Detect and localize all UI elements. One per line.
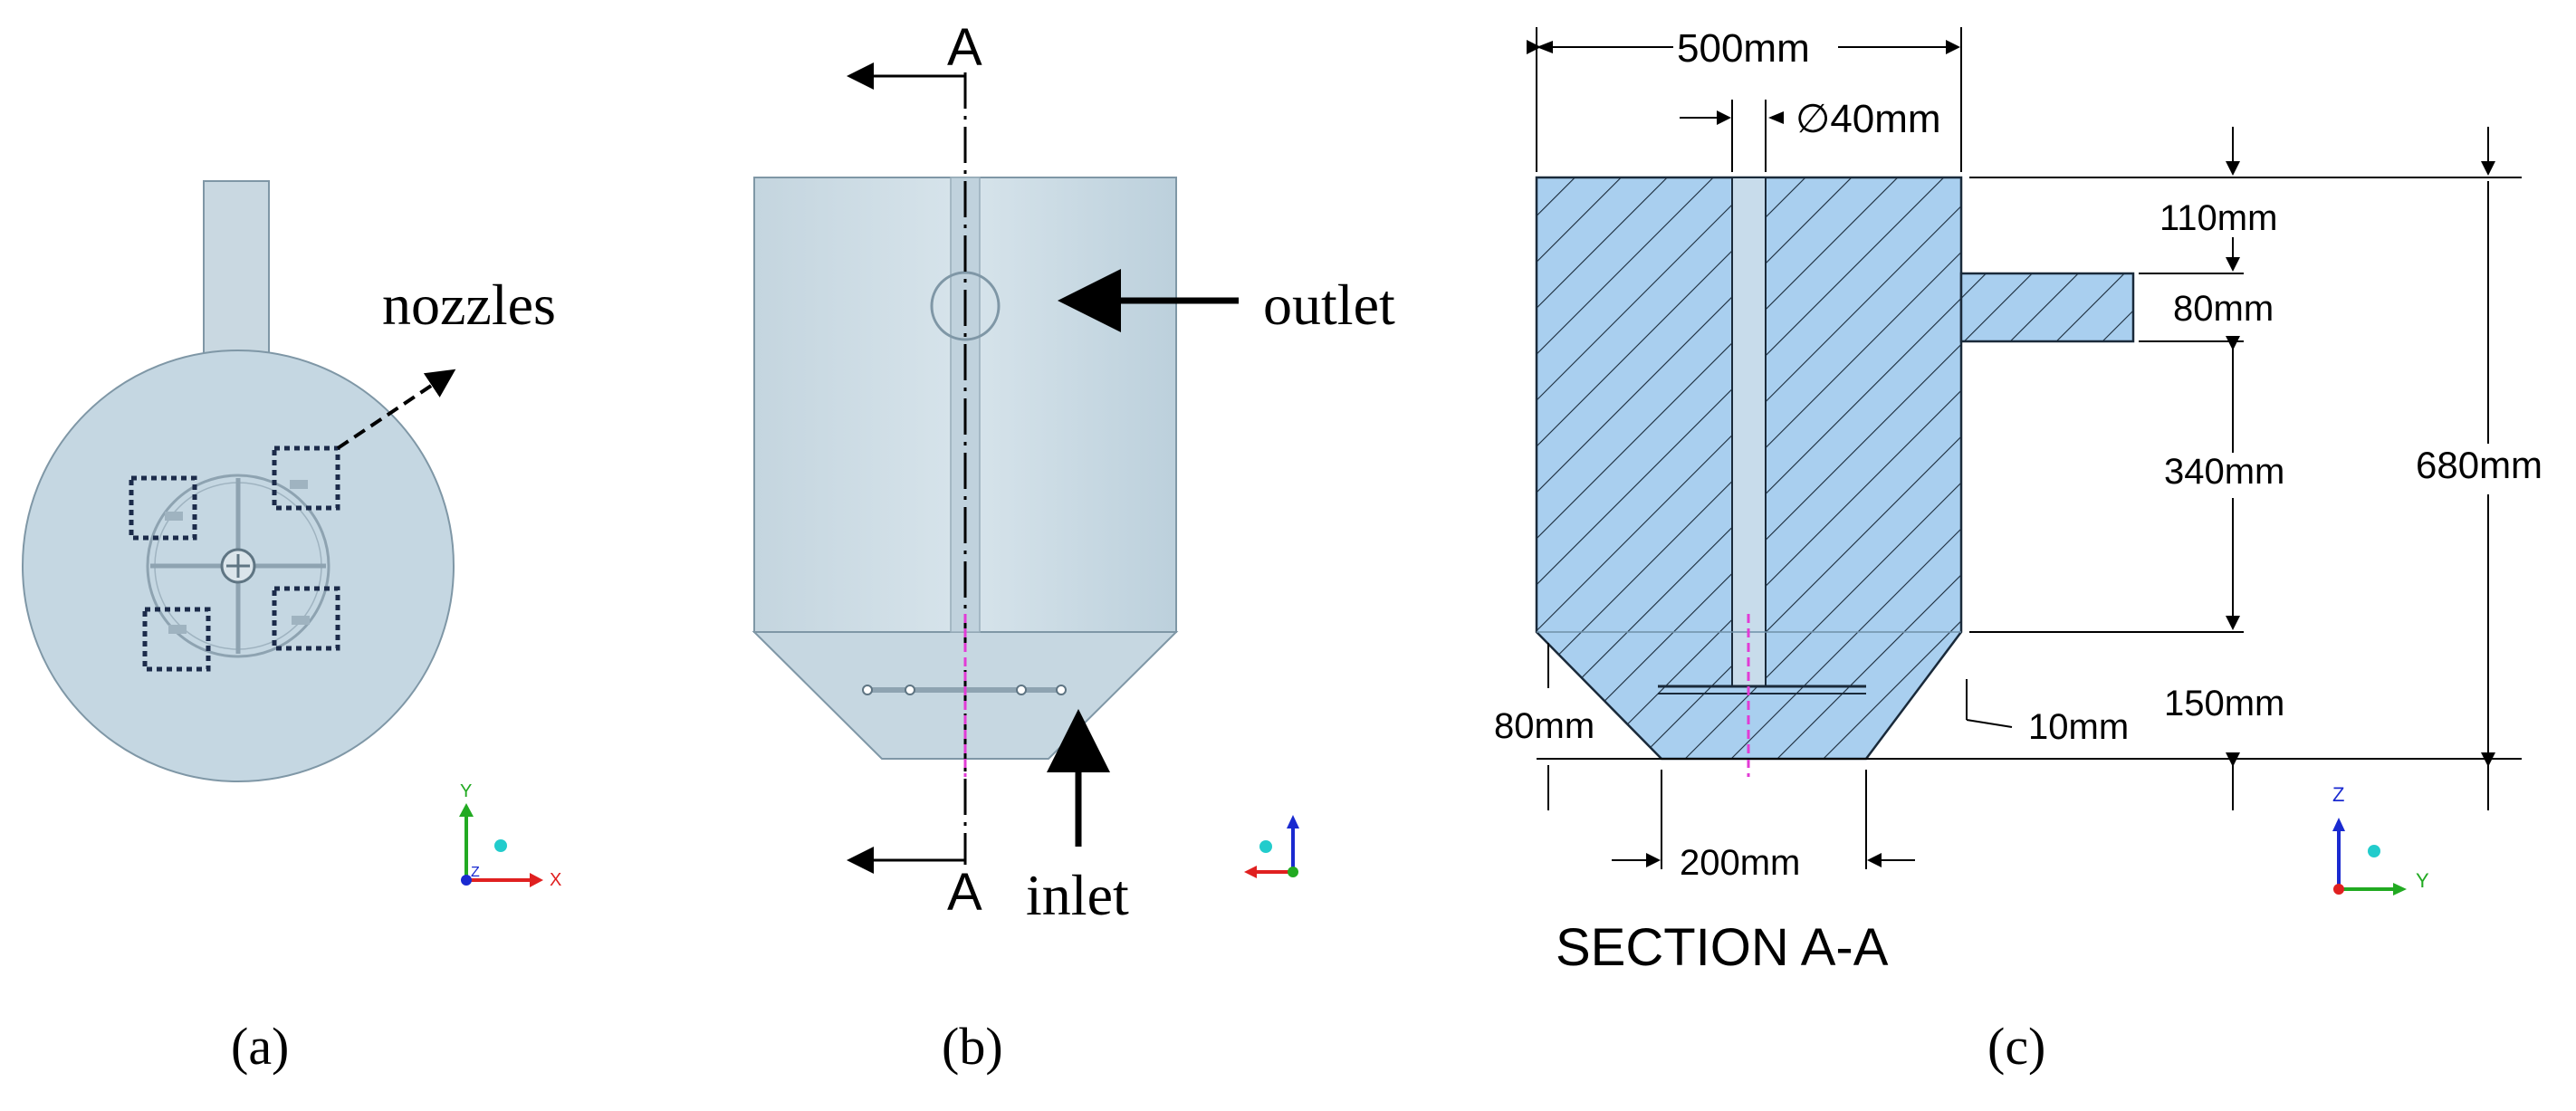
caption-c: (c) [1987, 1017, 2045, 1076]
outlet-port [930, 271, 1001, 341]
caption-b: (b) [942, 1017, 1003, 1076]
panel-b: A A outlet inlet (b) [752, 18, 1395, 1076]
panel-a: nozzles X Y Z (a) [22, 180, 561, 1076]
dim-200: 200mm [1680, 843, 1800, 883]
nozzle-box-3 [142, 607, 211, 672]
outlet-pipe-top [203, 180, 270, 363]
nozzle-box-1 [129, 475, 197, 541]
caption-a: (a) [231, 1017, 289, 1076]
panel-c: 500mm ∅40mm 110mm 80mm 340mm 150mm 680mm… [1494, 26, 2558, 1076]
dim-150: 150mm [2164, 684, 2284, 723]
section-outlet [1959, 272, 2135, 343]
dim-340: 340mm [2164, 452, 2284, 492]
dim-80-outlet: 80mm [2173, 289, 2274, 329]
nozzle-box-4 [272, 586, 340, 651]
dim-680: 680mm [2416, 444, 2542, 486]
nozzles-leader [336, 369, 456, 450]
dim-width: 500mm [1677, 26, 1810, 71]
section-pipe [1731, 177, 1767, 687]
axis-triad-c: Y Z [2332, 783, 2429, 896]
svg-text:Z: Z [471, 865, 480, 880]
svg-text:Y: Y [2416, 869, 2429, 892]
label-outlet: outlet [1263, 273, 1395, 337]
dim-10: 10mm [2028, 707, 2129, 747]
section-mark-top: A [947, 18, 982, 77]
section-mark-bottom: A [947, 863, 982, 922]
dim-110: 110mm [2159, 198, 2277, 238]
section-title: SECTION A-A [1556, 918, 1889, 977]
svg-text:Z: Z [2332, 783, 2344, 806]
label-inlet: inlet [1026, 863, 1129, 927]
axis-triad-b [1244, 815, 1299, 878]
label-nozzles: nozzles [382, 273, 556, 337]
svg-text:X: X [550, 870, 561, 890]
nozzle-box-2 [272, 445, 340, 511]
dim-pipe: ∅40mm [1796, 97, 1941, 141]
axis-triad-a: X Y Z [459, 781, 561, 890]
dim-80-left: 80mm [1494, 706, 1594, 746]
svg-text:Y: Y [460, 781, 472, 801]
distributor-ring [146, 474, 330, 658]
